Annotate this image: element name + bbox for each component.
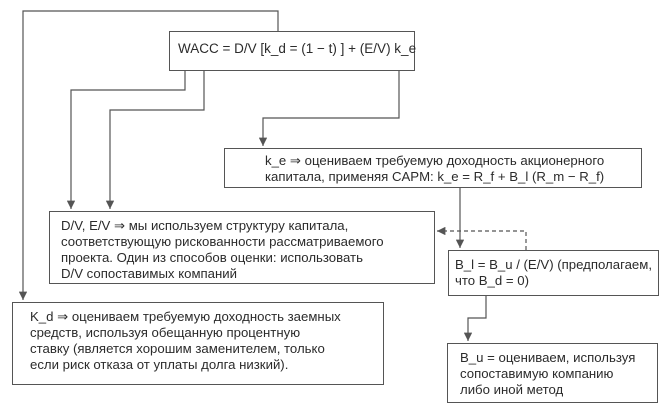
cost-of-debt-text-line: средств, используя обещанную процентную [30, 325, 301, 340]
connector-wacc-to-ke [258, 71, 400, 146]
connector-bl-to-dv-dashed [437, 226, 527, 250]
capital-structure-text-line: проекта. Один из способов оценки: исполь… [61, 250, 363, 265]
capital-structure-text-line: D/V, E/V ⇒ мы используем структуру капит… [61, 218, 349, 233]
wacc-formula-text: WACC = D/V [k_d = (1 − t) ] + (E/V) k_e [178, 41, 417, 56]
cost-of-debt-text-line: если риск отказа от уплаты долга низкий)… [30, 357, 289, 372]
capital-structure-text-line: соответствующую рискованности рассматрив… [61, 234, 384, 249]
wacc-formula-box: WACC = D/V [k_d = (1 − t) ] + (E/V) k_e [169, 31, 417, 71]
cost-of-debt-box: K_d ⇒ оцениваем требуемую доходность зае… [12, 302, 384, 385]
cost-of-debt-text-line: ставку (является хорошим заменителем, то… [30, 341, 325, 356]
levered-beta-text-line: что B_d = 0) [455, 273, 529, 288]
connector-wacc-to-dv-left [66, 71, 186, 209]
cost-of-equity-text-line: капитала, применяя CAPM: k_e = R_f + B_l… [265, 169, 605, 184]
cost-of-equity-text-line: k_e ⇒ оцениваем требуемую доходность акц… [265, 153, 605, 168]
levered-beta-box: B_l = B_u / (E/V) (предполагаем, что B_d… [448, 250, 659, 296]
connector-bl-to-bu [463, 296, 487, 341]
unlevered-beta-box: B_u = оцениваем, используя сопоставимую … [447, 343, 658, 403]
unlevered-beta-text-line: B_u = оцениваем, используя [460, 350, 636, 365]
cost-of-debt-text-line: K_d ⇒ оцениваем требуемую доходность зае… [30, 309, 341, 324]
capital-structure-text-line: D/V сопоставимых компаний [61, 266, 238, 281]
levered-beta-text-line: B_l = B_u / (E/V) (предполагаем, [455, 257, 652, 272]
connector-wacc-to-kd [18, 10, 279, 300]
connector-wacc-to-dv-right [105, 71, 205, 209]
cost-of-equity-box: k_e ⇒ оцениваем требуемую доходность акц… [224, 148, 642, 188]
capital-structure-box: D/V, E/V ⇒ мы используем структуру капит… [49, 211, 435, 284]
unlevered-beta-text-line: либо иной метод [460, 382, 564, 397]
unlevered-beta-text-line: сопоставимую компанию [460, 366, 614, 381]
